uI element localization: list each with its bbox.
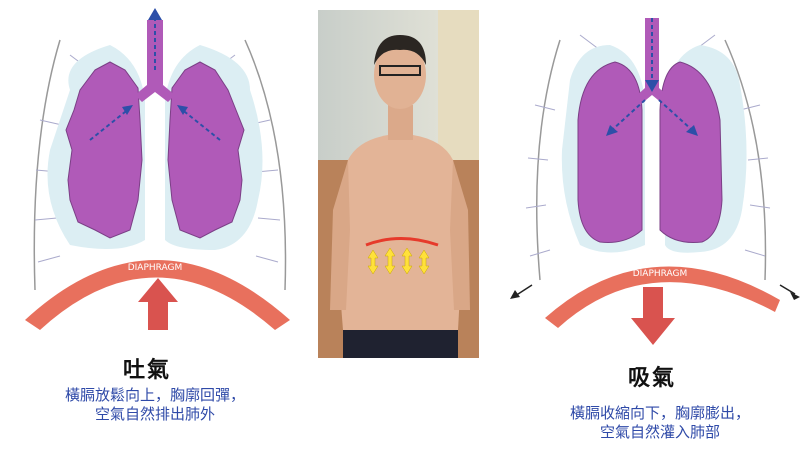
person-photo — [318, 10, 479, 358]
ribcage-outline-left — [537, 40, 560, 280]
diaphragm-label: DIAPHRAGM — [633, 269, 688, 279]
exhale-description-line-1: 橫膈放鬆向上，胸廓回彈， — [35, 386, 275, 405]
diaphragm-up-arrow-icon — [138, 278, 178, 330]
inhale-diagram: DIAPHRAGM — [490, 0, 805, 345]
diaphragm-label: DIAPHRAGM — [128, 263, 183, 273]
photo-neck — [388, 105, 413, 140]
inhale-description: 橫膈收縮向下，胸廓膨出， 空氣自然灌入肺部 — [525, 404, 795, 442]
inhale-title: 吸氣 — [628, 360, 676, 392]
exhale-description-line-2: 空氣自然排出肺外 — [35, 405, 275, 424]
exhale-title: 吐氣 — [123, 352, 171, 384]
inhale-description-line-1: 橫膈收縮向下，胸廓膨出， — [525, 404, 795, 423]
photo-torso — [336, 135, 463, 330]
inhale-description-line-2: 空氣自然灌入肺部 — [525, 423, 795, 442]
lung-left — [578, 62, 642, 243]
diaphragm-down-arrow-icon — [631, 287, 675, 345]
exhale-description: 橫膈放鬆向上，胸廓回彈， 空氣自然排出肺外 — [35, 386, 275, 424]
air-flow-arrowhead-up-icon — [148, 8, 162, 20]
exhale-diagram: DIAPHRAGM — [0, 0, 310, 345]
photo-cabinet — [438, 10, 479, 160]
photo-shorts — [343, 330, 458, 358]
